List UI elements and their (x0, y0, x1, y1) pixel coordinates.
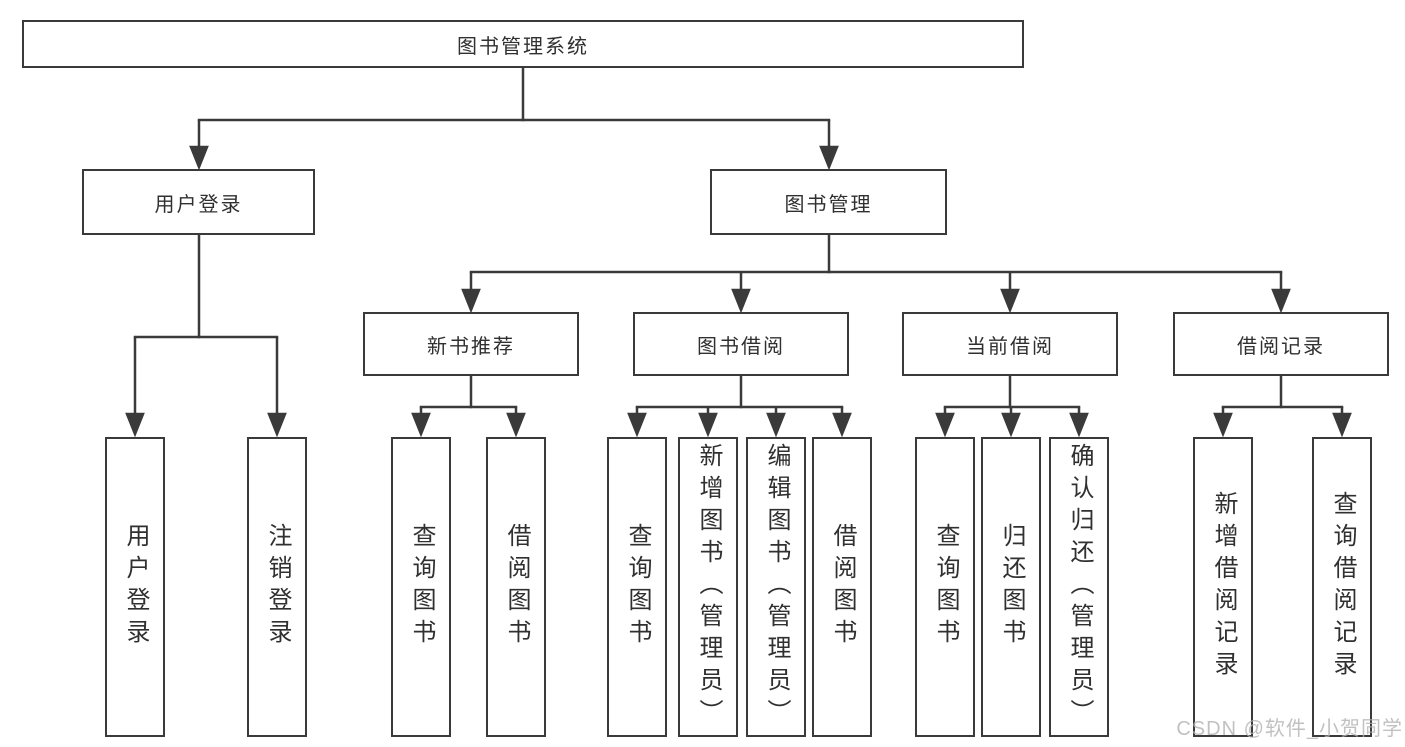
node-borrow-records: 借阅记录 (1173, 312, 1389, 376)
leaf-edit-book-admin: 编辑图书（管理员） (746, 437, 806, 737)
root-node: 图书管理系统 (22, 20, 1024, 68)
node-current-borrow: 当前借阅 (902, 312, 1118, 376)
watermark: CSDN @软件_小贺同学 (1176, 718, 1403, 740)
node-book-management: 图书管理 (710, 169, 947, 235)
leaf-borrow-books: 借阅图书 (812, 437, 872, 737)
connector-current-borrow-to-leaves (935, 376, 1089, 438)
leaf-logout: 注销登录 (247, 437, 307, 737)
leaf-query-books-recommend: 查询图书 (391, 437, 451, 737)
leaf-query-books-borrow: 查询图书 (607, 437, 667, 737)
leaf-borrow-books-recommend: 借阅图书 (486, 437, 546, 737)
connector-new-book-recommend-to-leaves (411, 376, 526, 438)
leaf-query-books-current: 查询图书 (915, 437, 975, 737)
connector-book-borrow-to-leaves (627, 376, 852, 438)
node-new-book-recommend: 新书推荐 (363, 312, 579, 376)
node-book-borrow: 图书借阅 (633, 312, 849, 376)
leaf-confirm-return-admin: 确认归还（管理员） (1049, 437, 1109, 737)
connector-book-management-to-level2 (461, 234, 1291, 314)
connector-user-login-to-leaves (125, 234, 287, 438)
leaf-add-book-admin: 新增图书（管理员） (678, 437, 738, 737)
node-user-login: 用户登录 (82, 169, 315, 235)
connector-root-to-level1 (189, 68, 839, 171)
leaf-user-login: 用户登录 (105, 437, 165, 737)
connector-borrow-records-to-leaves (1213, 376, 1352, 438)
leaf-query-borrow-record: 查询借阅记录 (1312, 437, 1372, 737)
leaf-return-books: 归还图书 (981, 437, 1041, 737)
leaf-add-borrow-record: 新增借阅记录 (1193, 437, 1253, 737)
